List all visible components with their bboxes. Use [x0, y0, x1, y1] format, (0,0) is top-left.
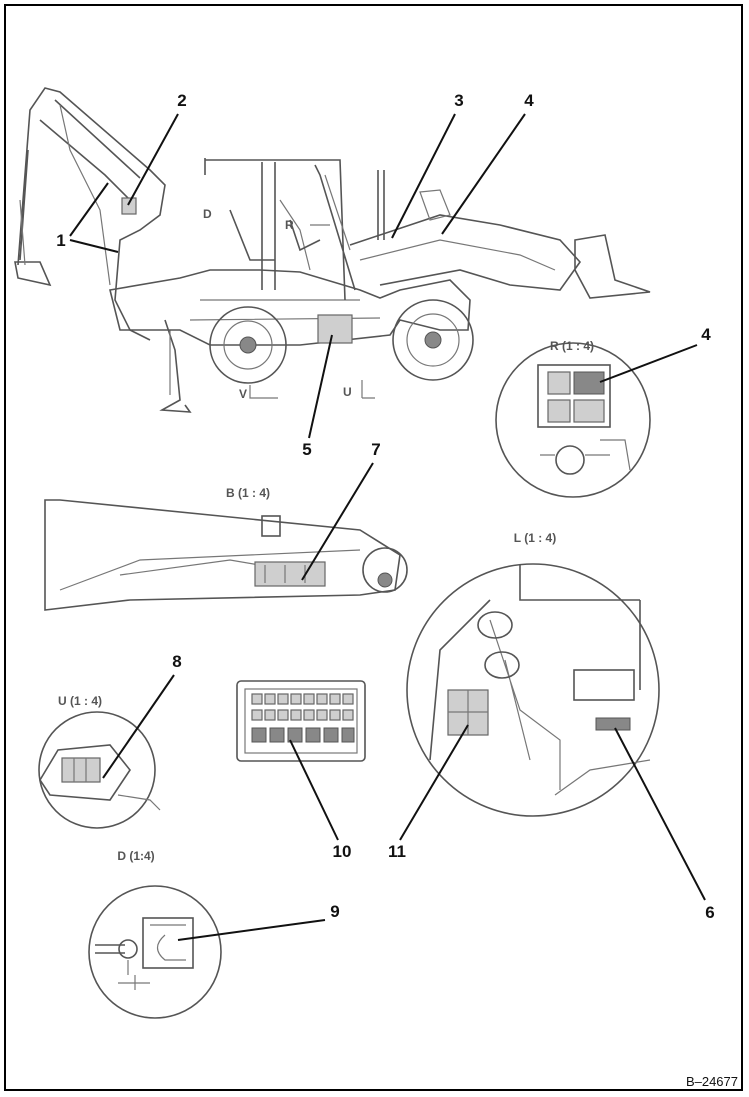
backhoe-loader-drawing: [14, 87, 651, 413]
callout-7: 7: [371, 440, 380, 459]
view-marker-r: R: [285, 218, 294, 232]
detail-u-title: U (1 : 4): [58, 694, 102, 708]
detail-b-view: B (1 : 4) 7: [44, 440, 408, 611]
callout-8: 8: [172, 652, 181, 671]
detail-d-title: D (1:4): [117, 849, 154, 863]
view-marker-d: D: [203, 207, 212, 221]
detail-d-view: D (1:4) 9: [88, 849, 340, 1019]
callout-9: 9: [330, 902, 339, 921]
figure-number: B–24677: [686, 1074, 738, 1089]
page-frame: [4, 4, 743, 1091]
detail-r-title: R (1 : 4): [550, 339, 594, 353]
detail-l-view: L (1 : 4) 11 6: [388, 531, 715, 922]
detail-l-title: L (1 : 4): [514, 531, 556, 545]
callout-3: 3: [454, 91, 463, 110]
callout-6: 6: [705, 903, 714, 922]
callout-1: 1: [56, 231, 65, 250]
callout-2: 2: [177, 91, 186, 110]
main-callouts: 2 1 3 4 5 D R V U: [56, 91, 534, 459]
decal-10-panel: 10: [236, 680, 366, 861]
detail-b-title: B (1 : 4): [226, 486, 270, 500]
decal-10-grid: [251, 693, 355, 743]
callout-4: 4: [524, 91, 534, 110]
callout-10: 10: [333, 842, 352, 861]
view-marker-v: V: [239, 387, 247, 401]
detail-r-view: R (1 : 4) 4: [495, 325, 711, 498]
detail-u-view: U (1 : 4) 8: [38, 652, 182, 829]
callout-5: 5: [302, 440, 311, 459]
callout-11: 11: [388, 842, 406, 861]
callout-4-detail: 4: [701, 325, 711, 344]
view-marker-u: U: [343, 385, 352, 399]
